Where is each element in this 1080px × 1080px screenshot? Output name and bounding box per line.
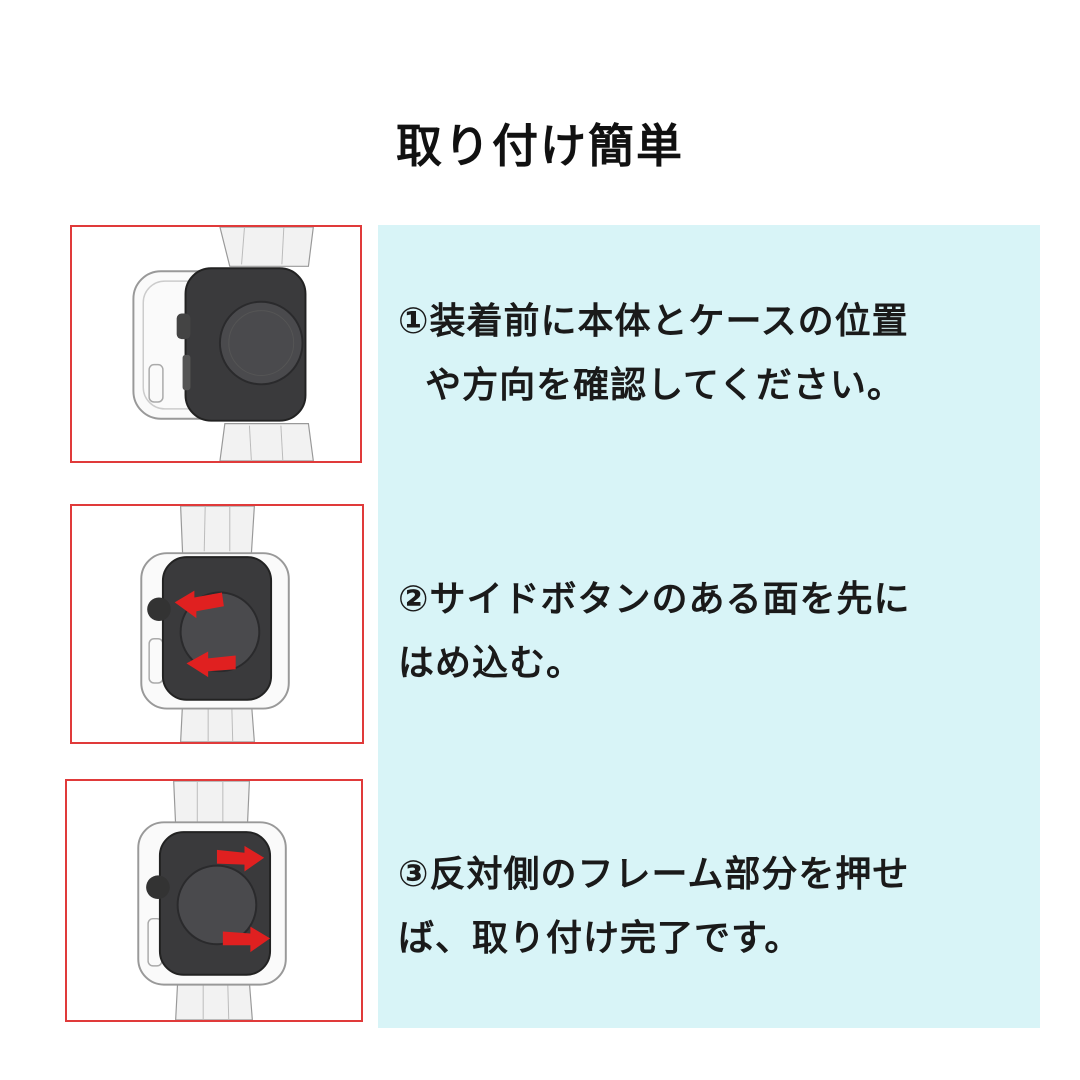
step-1-text: ①装着前に本体とケースの位置 や方向を確認してください。 [398,290,1028,418]
watch-behind-case-icon [132,227,314,461]
instructions-panel [378,225,1040,1028]
step-2-line-1: ②サイドボタンのある面を先に [398,579,911,620]
step-1-line-2: や方向を確認してください。 [398,365,904,406]
watch-press-frame-icon [137,781,287,1020]
step-3-text: ③反対側のフレーム部分を押せ ば、取り付け完了です。 [398,843,1028,971]
step-1-line-1: ①装着前に本体とケースの位置 [398,301,909,342]
step-3-line-1: ③反対側のフレーム部分を押せ [398,854,910,895]
step-2-line-2: はめ込む。 [398,643,584,684]
step-2-image [70,504,364,744]
page-title: 取り付け簡単 [396,119,684,173]
step-2-text: ②サイドボタンのある面を先に はめ込む。 [398,568,1028,696]
watch-insert-side-icon [140,506,290,742]
step-3-image [65,779,363,1022]
step-3-line-2: ば、取り付け完了です。 [398,918,802,959]
step-1-image [70,225,362,463]
